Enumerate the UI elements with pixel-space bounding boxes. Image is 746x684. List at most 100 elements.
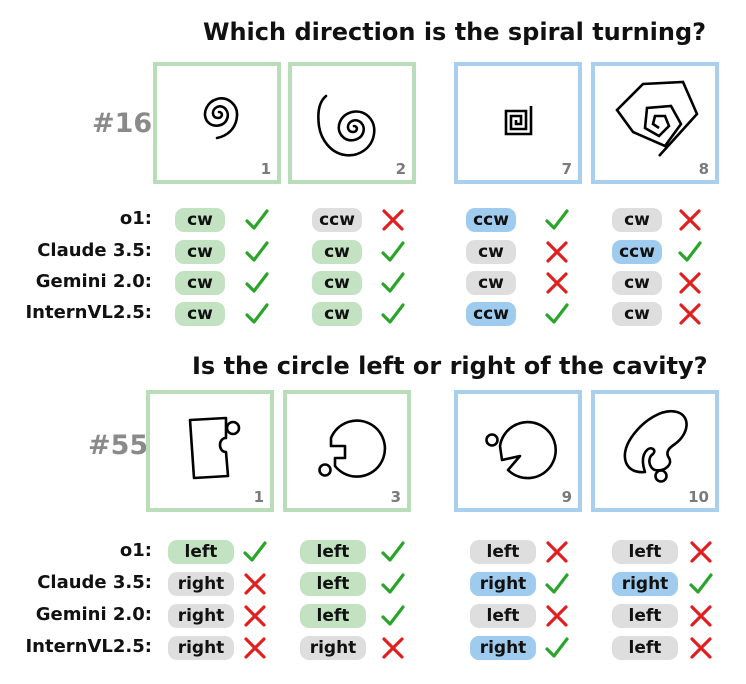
checkmark-icon [245,209,269,230]
panel-q2-10: 10 [591,390,719,512]
panel-number: 8 [698,160,709,178]
checkmark-icon [381,605,405,626]
panel-q1-8: 8 [591,62,719,184]
model-label: Gemini 2.0: [35,604,152,625]
cross-icon [244,637,266,659]
checkmark-icon [245,241,269,262]
model-label: Claude 3.5: [37,572,152,593]
cross-icon [690,541,712,563]
question-id-1: #16 [92,108,153,139]
cross-icon [690,605,712,627]
checkmark-icon [545,209,569,230]
answer-pill: ccw [612,240,662,264]
answer-pill: right [470,572,536,596]
panel-q1-2: 2 [288,62,416,184]
answer-pill: left [300,540,366,564]
rect-cavity-image [188,416,241,480]
cross-icon [679,272,701,294]
answer-pill: right [168,572,234,596]
answer-pill: left [612,540,678,564]
model-label: o1: [119,540,152,561]
answer-pill: right [300,636,366,660]
checkmark-icon [689,573,713,594]
answer-pill: right [470,636,536,660]
cross-icon [546,605,568,627]
answer-pill: cw [612,271,662,295]
model-label: Claude 3.5: [37,240,152,261]
checkmark-icon [245,303,269,324]
cross-icon [546,541,568,563]
answer-pill: ccw [466,208,516,232]
spiral-square-image [504,106,533,136]
question-title-2: Is the circle left or right of the cavit… [192,352,708,380]
checkmark-icon [545,573,569,594]
panel-number: 2 [395,160,406,178]
answer-pill: cw [466,240,516,264]
spiral-pentagon-image [615,80,699,157]
question-id-2: #55 [88,430,149,461]
blob-cavity-image [623,409,688,483]
question-title-1: Which direction is the spiral turning? [203,18,707,46]
answer-pill: cw [312,271,362,295]
circle-cavity-image [318,419,387,478]
panel-q2-3: 3 [283,390,411,512]
checkmark-icon [243,541,267,562]
cross-icon [546,272,568,294]
model-label: o1: [119,208,152,229]
checkmark-icon [545,303,569,324]
answer-pill: cw [175,302,225,326]
circle-wedge-image [485,420,557,480]
panel-number: 10 [688,488,709,506]
panel-number: 7 [561,160,572,178]
answer-pill: cw [612,302,662,326]
answer-pill: cw [175,208,225,232]
answer-pill: ccw [312,208,362,232]
answer-pill: right [612,572,678,596]
answer-pill: cw [612,208,662,232]
spiral-round-small-image [203,97,239,140]
answer-pill: cw [312,240,362,264]
panel-q2-1: 1 [146,390,274,512]
cross-icon [244,605,266,627]
answer-pill: left [470,604,536,628]
panel-number: 1 [260,160,271,178]
answer-pill: left [168,540,234,564]
panel-number: 1 [253,488,264,506]
answer-pill: ccw [466,302,516,326]
cross-icon [679,303,701,325]
checkmark-icon [545,637,569,658]
panel-number: 9 [561,488,572,506]
panel-q1-7: 7 [454,62,582,184]
cross-icon [679,209,701,231]
answer-pill: cw [466,271,516,295]
spiral-round-large-image [317,94,376,157]
checkmark-icon [381,303,405,324]
cross-icon [546,241,568,263]
answer-pill: right [168,604,234,628]
panel-number: 3 [390,488,401,506]
checkmark-icon [245,272,269,293]
answer-pill: left [300,572,366,596]
panel-q1-1: 1 [153,62,281,184]
checkmark-icon [381,241,405,262]
checkmark-icon [381,541,405,562]
answer-pill: cw [175,271,225,295]
answer-pill: left [612,604,678,628]
model-label: Gemini 2.0: [35,271,152,292]
panel-q2-9: 9 [454,390,582,512]
answer-pill: cw [175,240,225,264]
cross-icon [382,209,404,231]
cross-icon [244,573,266,595]
cross-icon [690,637,712,659]
model-label: InternVL2.5: [25,636,152,657]
checkmark-icon [381,272,405,293]
answer-pill: left [470,540,536,564]
checkmark-icon [381,573,405,594]
cross-icon [382,637,404,659]
answer-pill: left [300,604,366,628]
model-label: InternVL2.5: [25,302,152,323]
checkmark-icon [678,241,702,262]
answer-pill: left [612,636,678,660]
answer-pill: cw [312,302,362,326]
answer-pill: right [168,636,234,660]
